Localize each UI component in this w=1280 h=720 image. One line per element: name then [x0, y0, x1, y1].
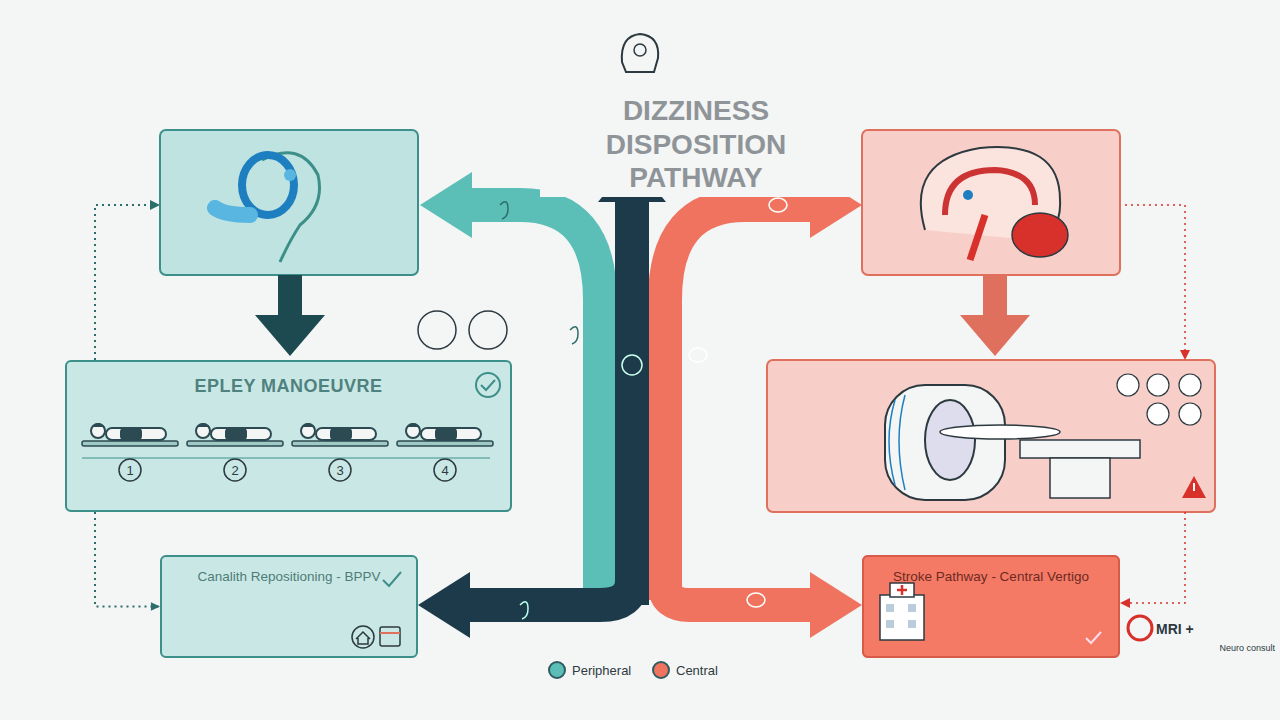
callout-number: 2 — [231, 463, 238, 478]
legend-item: Peripheral — [548, 661, 631, 679]
legend-text: Central — [676, 663, 718, 678]
callout-number: 4 — [441, 463, 448, 478]
legend-item: Central — [652, 661, 718, 679]
box-title: EPLEY MANOEUVRE — [67, 376, 510, 397]
box-title: Canalith Repositioning - BPPV — [162, 569, 416, 584]
legend-text: Peripheral — [572, 663, 631, 678]
legend-swatch — [548, 661, 566, 679]
outcome-box: Stroke Pathway - Central Vertigo — [862, 555, 1120, 658]
callout-number: 1 — [126, 463, 133, 478]
diagram-title: DIZZINESS DISPOSITION PATHWAY — [540, 92, 852, 197]
note-label: MRI + — [1156, 621, 1194, 637]
callout-number: 3 — [336, 463, 343, 478]
connector — [95, 512, 160, 611]
procedure-box: EPLEY MANOEUVRE — [65, 360, 512, 512]
legend-swatch — [652, 661, 670, 679]
box-title: Stroke Pathway - Central Vertigo — [864, 569, 1118, 584]
note-label: Neuro consult — [1219, 643, 1275, 653]
outcome-box: Canalith Repositioning - BPPV — [160, 555, 418, 658]
